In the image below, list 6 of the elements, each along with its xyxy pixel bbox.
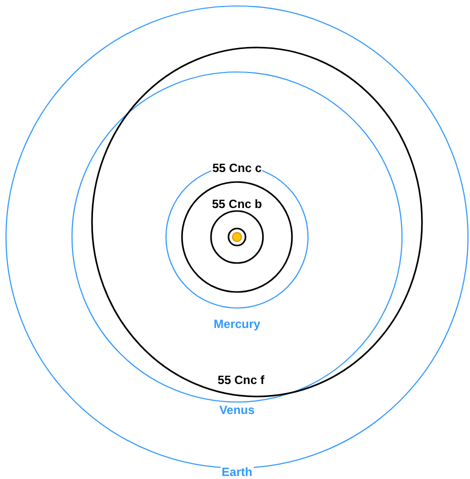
- orbit-label: 55 Cnc c: [211, 162, 263, 174]
- orbit-label: 55 Cnc b: [211, 198, 263, 210]
- orbit-label: Mercury: [212, 318, 262, 330]
- orbit-label: Venus: [218, 404, 256, 416]
- orbit-label: 55 Cnc f: [216, 374, 266, 386]
- orbit-label: Earth: [220, 466, 254, 478]
